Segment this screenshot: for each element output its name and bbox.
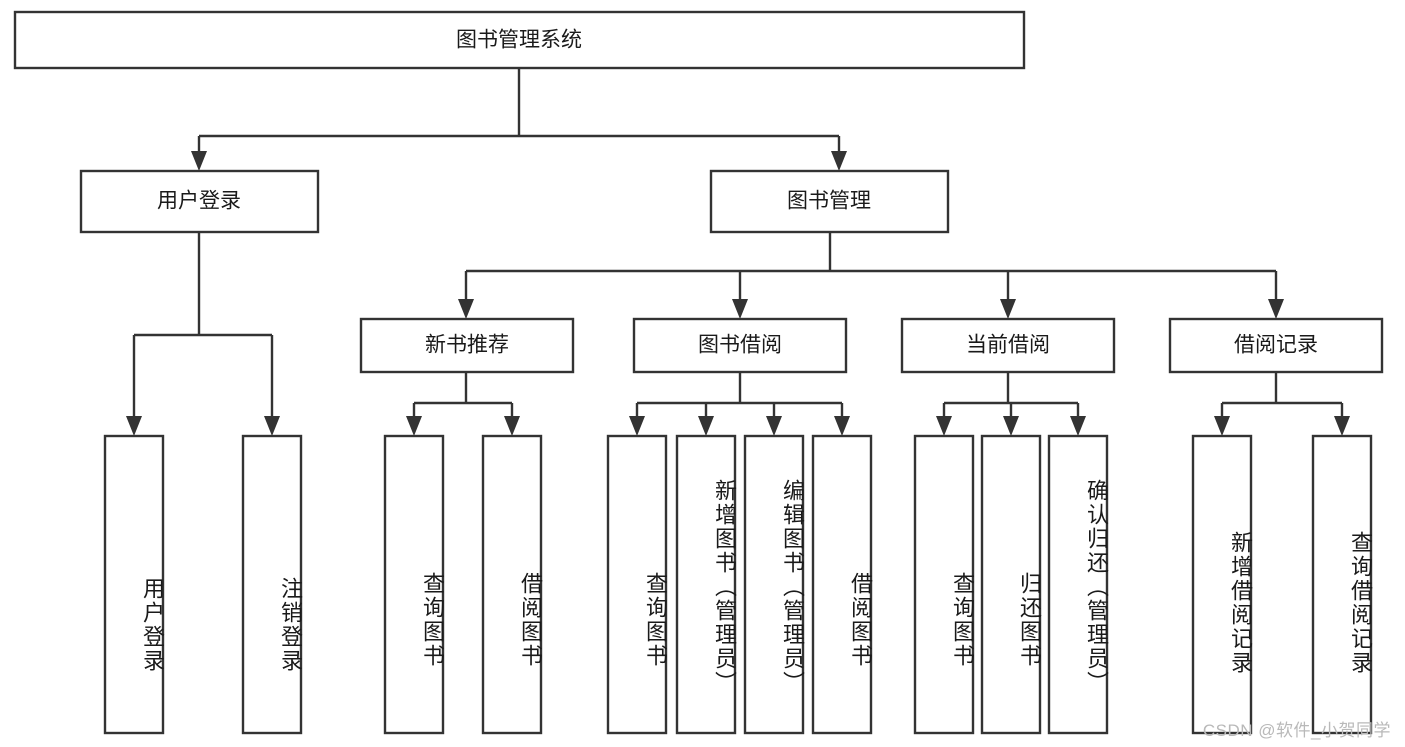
node-user-login-label: 用户登录 <box>157 190 241 213</box>
node-current-borrow-label: 当前借阅 <box>966 334 1050 357</box>
leaf-box-query-book-2[interactable] <box>606 434 668 735</box>
leaf-box-return-book[interactable] <box>980 434 1042 735</box>
leaf-box-add-borrow-record[interactable] <box>1191 434 1253 735</box>
leaf-box-logout-login[interactable] <box>241 434 303 735</box>
arrow-to-leaf-edit-book-admin <box>766 416 782 436</box>
node-new-book-recommend-label: 新书推荐 <box>425 334 509 357</box>
connector-group-borrow-record <box>1214 372 1350 436</box>
node-book-borrow-label: 图书借阅 <box>698 334 782 357</box>
arrow-to-user-login <box>191 151 207 171</box>
leaf-box-query-book-1[interactable] <box>383 434 445 735</box>
leaf-box-borrow-book-1[interactable] <box>481 434 543 735</box>
leaf-boxes <box>103 434 1373 735</box>
connector-group-root <box>191 68 847 171</box>
leaf-box-query-book-3[interactable] <box>913 434 975 735</box>
node-new-book-recommend[interactable]: 新书推荐 <box>359 317 575 374</box>
node-root[interactable]: 图书管理系统 <box>13 10 1026 70</box>
leaf-box-add-book-admin[interactable] <box>675 434 737 735</box>
node-book-borrow[interactable]: 图书借阅 <box>632 317 848 374</box>
leaf-box-edit-book-admin[interactable] <box>743 434 805 735</box>
connector-group-new-book-recommend <box>406 372 520 436</box>
connector-group-current-borrow <box>936 372 1086 436</box>
leaf-box-confirm-return-admin[interactable] <box>1047 434 1109 735</box>
leaf-box-user-login[interactable] <box>103 434 165 735</box>
leaf-box-borrow-book-2[interactable] <box>811 434 873 735</box>
arrow-to-leaf-borrow-book-2 <box>834 416 850 436</box>
arrow-to-leaf-logout-login <box>264 416 280 436</box>
node-book-manage[interactable]: 图书管理 <box>709 169 950 234</box>
arrow-to-leaf-user-login <box>126 416 142 436</box>
connector-group-book-borrow <box>629 372 850 436</box>
arrow-to-leaf-return-book <box>1003 416 1019 436</box>
arrow-to-leaf-add-borrow-record <box>1214 416 1230 436</box>
node-root-label: 图书管理系统 <box>456 29 582 52</box>
arrow-to-leaf-query-book-2 <box>629 416 645 436</box>
arrow-to-leaf-add-book-admin <box>698 416 714 436</box>
leaf-box-query-borrow-record[interactable] <box>1311 434 1373 735</box>
csdn-watermark: CSDN @软件_小贺同学 <box>1202 721 1391 740</box>
node-user-login[interactable]: 用户登录 <box>79 169 320 234</box>
arrow-to-leaf-confirm-return-admin <box>1070 416 1086 436</box>
arrow-to-leaf-borrow-book-1 <box>504 416 520 436</box>
connector-group-user-login <box>126 232 280 436</box>
arrow-to-leaf-query-book-1 <box>406 416 422 436</box>
arrow-to-book-manage <box>831 151 847 171</box>
node-current-borrow[interactable]: 当前借阅 <box>900 317 1116 374</box>
arrow-to-leaf-query-borrow-record <box>1334 416 1350 436</box>
node-borrow-record[interactable]: 借阅记录 <box>1168 317 1384 374</box>
connector-group-book-manage <box>458 232 1284 319</box>
node-borrow-record-label: 借阅记录 <box>1234 334 1318 357</box>
node-book-manage-label: 图书管理 <box>787 190 871 213</box>
arrow-to-leaf-query-book-3 <box>936 416 952 436</box>
